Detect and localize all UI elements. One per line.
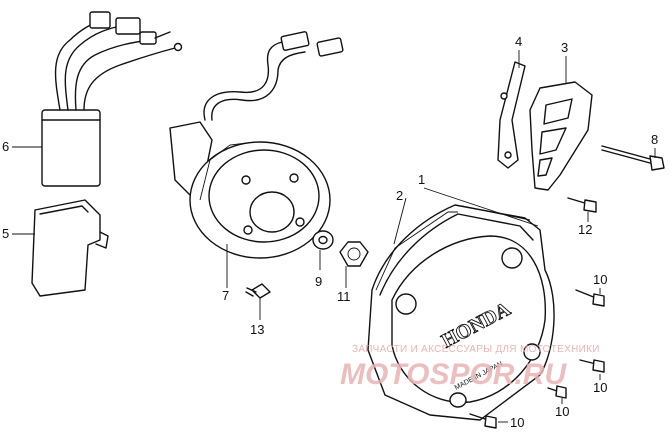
callout-10-bottom: 10 xyxy=(510,415,524,430)
part-13-bolt xyxy=(245,283,271,299)
part-8-long-bolt xyxy=(601,145,665,171)
part-1-left-cover: HONDA MADE IN JAPAN xyxy=(367,204,555,421)
part-6-cdi-unit xyxy=(41,11,183,187)
watermark-tagline: ЗАПЧАСТИ И АКСЕССУАРЫ ДЛЯ МОТОТЕХНИКИ xyxy=(352,344,600,355)
part-11-nut xyxy=(339,241,369,267)
callout-numbers: 1 2 3 4 5 6 7 8 9 10 10 10 10 11 12 13 xyxy=(2,34,658,430)
callout-10-upper: 10 xyxy=(593,272,607,287)
callout-6: 6 xyxy=(2,139,9,154)
callout-12: 12 xyxy=(578,222,592,237)
callout-10-mid: 10 xyxy=(555,404,569,419)
callout-11: 11 xyxy=(337,289,351,304)
part-4-bracket xyxy=(497,61,526,169)
callout-3: 3 xyxy=(561,40,568,55)
callout-2: 2 xyxy=(396,188,403,203)
callout-10-right: 10 xyxy=(593,380,607,395)
part-3-sprocket-cover xyxy=(529,81,593,191)
part-10-bolts xyxy=(469,289,605,429)
part-12-bolt xyxy=(567,197,597,213)
callout-13: 13 xyxy=(250,322,264,337)
part-7-stator xyxy=(169,31,344,259)
part-5-cdi-mount xyxy=(31,199,109,297)
callout-7: 7 xyxy=(222,288,229,303)
callout-4: 4 xyxy=(515,34,522,49)
watermark-logo: MOTOSPOR.RU xyxy=(340,358,567,391)
part-9-washer xyxy=(312,230,334,250)
callout-9: 9 xyxy=(315,274,322,289)
callout-1: 1 xyxy=(418,172,425,187)
callout-5: 5 xyxy=(2,226,9,241)
watermark: ЗАПЧАСТИ И АКСЕССУАРЫ ДЛЯ МОТОТЕХНИКИ MO… xyxy=(340,344,600,391)
part-2-gasket xyxy=(375,205,531,291)
leader-lines xyxy=(12,50,656,423)
callout-8: 8 xyxy=(651,132,658,147)
